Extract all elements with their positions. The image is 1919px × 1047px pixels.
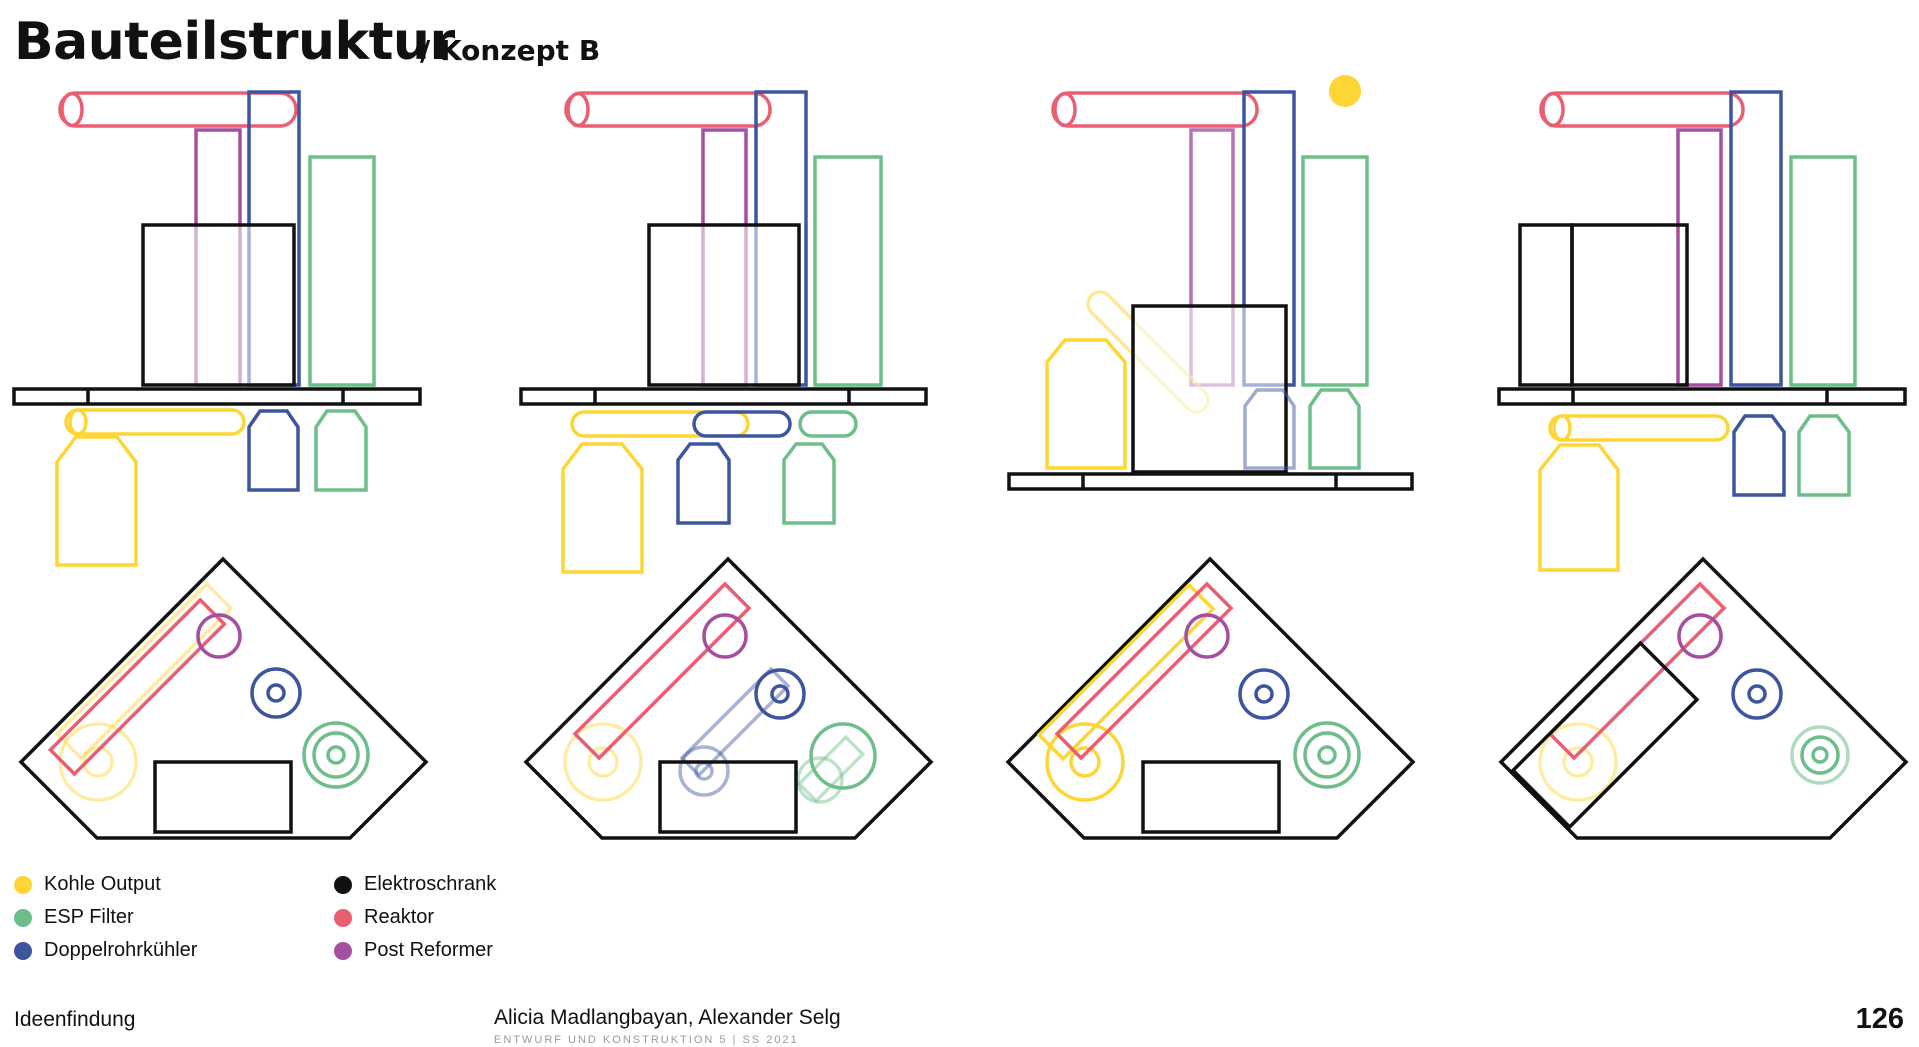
footer-course: ENTWURF UND KONSTRUKTION 5 | SS 2021 [494,1034,799,1046]
legend-label: ESP Filter [44,906,134,928]
concept-1-plan [18,556,429,840]
page-subtitle: / Konzept B [420,34,601,67]
electrical-cabinet [141,223,296,387]
esp-filter-column [308,155,376,387]
red-dot-icon [334,908,352,927]
legend-label: Doppelrohrkühler [44,939,198,961]
yellow-dot-icon [14,875,32,894]
cooler-tank [247,409,300,492]
legend-item-post-reformer: Post Reformer [334,939,493,962]
black-dot-icon [334,875,352,894]
reactor-pipe [58,91,298,128]
concept-3-plan [1005,556,1416,840]
concept-4-plan [1498,556,1909,840]
legend-label: Post Reformer [364,939,493,961]
purple-dot-icon [334,941,352,960]
coal-pipe [64,408,246,436]
esp-tank [314,409,368,492]
legend-item-elektroschrank: Elektroschrank [334,873,496,896]
legend-item-esp-filter: ESP Filter [14,906,134,929]
green-dot-icon [14,908,32,927]
page-title: Bauteilstruktur [14,12,455,72]
footer-authors: Alicia Madlangbayan, Alexander Selg [494,1006,841,1029]
blue-dot-icon [14,941,32,960]
concept-2-elevation [519,90,928,574]
legend-label: Reaktor [364,906,435,928]
coal-hopper [55,435,138,567]
concept-2-plan [523,556,934,840]
concept-1-elevation [12,90,422,567]
platform [12,387,422,406]
legend-item-kohle-output: Kohle Output [14,873,161,896]
concept-4-elevation [1497,90,1907,572]
legend-item-reaktor: Reaktor [334,906,434,929]
page-number: 126 [1855,1003,1904,1035]
concept-3-elevation [1007,75,1414,491]
sun-dot [1329,75,1361,107]
footer-section: Ideenfindung [14,1008,136,1031]
legend-item-doppelrohrkuehler: Doppelrohrkühler [14,939,197,962]
legend-label: Elektroschrank [364,873,497,895]
legend-label: Kohle Output [44,873,161,895]
